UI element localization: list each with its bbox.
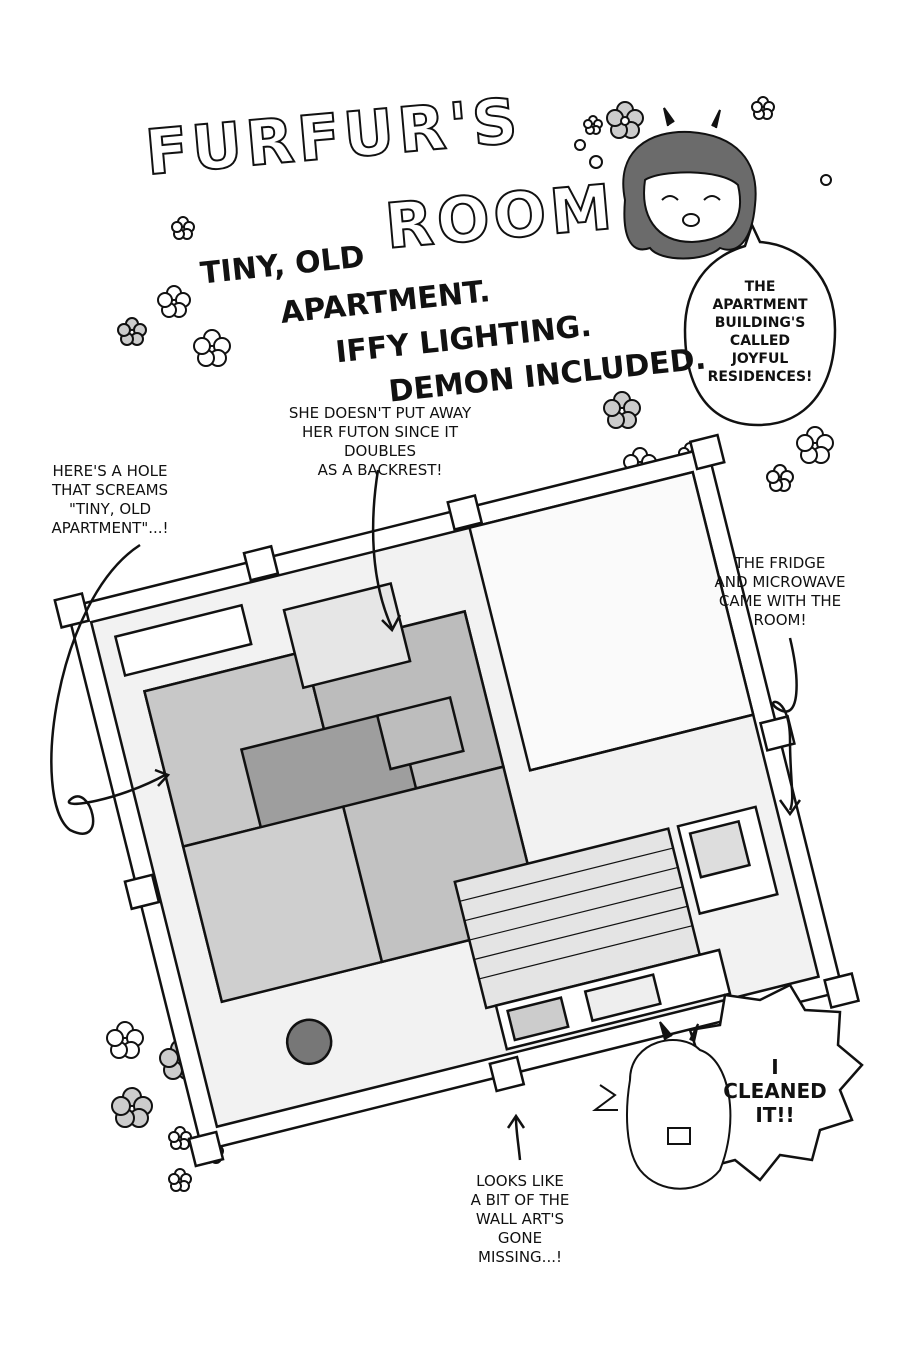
arrow-wall-art-icon — [514, 1117, 522, 1161]
wall-hole-icon — [285, 1018, 333, 1066]
bubble-top-line: BUILDING'S — [714, 315, 806, 331]
speech-bubble-top-text: THE APARTMENT BUILDING'S CALLED JOYFUL R… — [690, 278, 830, 386]
arrow-futon-icon — [371, 469, 394, 629]
note-futon-line: SHE DOESN'T PUT AWAY — [288, 404, 472, 422]
note-hole: HERE'S A HOLE THAT SCREAMS "TINY, OLD AP… — [35, 462, 185, 538]
bubble-top-line: APARTMENT — [712, 297, 808, 313]
speech-bubble-top-shape — [683, 221, 837, 427]
bubble-top-line: RESIDENCES! — [707, 369, 813, 385]
note-hole-line: "TINY, OLD — [68, 500, 152, 518]
bubble-bottom-line: CLEANED — [723, 1079, 827, 1103]
note-hole-line: APARTMENT"...! — [51, 519, 169, 537]
note-futon: SHE DOESN'T PUT AWAY HER FUTON SINCE IT … — [270, 404, 490, 480]
note-fridge: THE FRIDGE AND MICROWAVE CAME WITH THE R… — [700, 554, 860, 630]
arrow-fridge-icon — [771, 637, 798, 811]
bubble-top-line: CALLED — [729, 333, 791, 349]
arrow-hole-icon — [50, 543, 166, 835]
note-wall-art-line: A BIT OF THE — [470, 1191, 570, 1209]
note-futon-line: AS A BACKREST! — [317, 461, 443, 479]
chibi-furfur-upset-icon — [592, 1021, 732, 1190]
chibi-furfur-happy-icon — [622, 107, 757, 260]
bubble-top-line: JOYFUL — [731, 351, 789, 367]
bubble-bottom-line: IT!! — [755, 1103, 795, 1127]
note-wall-art-line: MISSING...! — [478, 1248, 562, 1266]
speech-bubble-bottom-text: I CLEANED IT!! — [715, 1055, 835, 1127]
note-hole-line: THAT SCREAMS — [51, 481, 169, 499]
note-fridge-line: THE FRIDGE — [734, 554, 826, 572]
note-wall-art-line: WALL ART'S — [475, 1210, 565, 1228]
note-wall-art: LOOKS LIKE A BIT OF THE WALL ART'S GONE … — [450, 1172, 590, 1267]
room-floorplan — [53, 433, 861, 1168]
note-fridge-line: CAME WITH THE — [718, 592, 842, 610]
bubble-top-line: THE — [744, 279, 776, 295]
note-wall-art-line: LOOKS LIKE — [476, 1172, 564, 1190]
note-futon-line: HER FUTON SINCE IT DOUBLES — [302, 423, 458, 460]
note-fridge-line: AND MICROWAVE — [714, 573, 846, 591]
note-fridge-line: ROOM! — [753, 611, 807, 629]
annotation-arrows — [50, 469, 802, 1161]
note-hole-line: HERE'S A HOLE — [52, 462, 168, 480]
note-wall-art-line: GONE — [497, 1229, 543, 1247]
bubble-bottom-line: I — [771, 1055, 779, 1079]
